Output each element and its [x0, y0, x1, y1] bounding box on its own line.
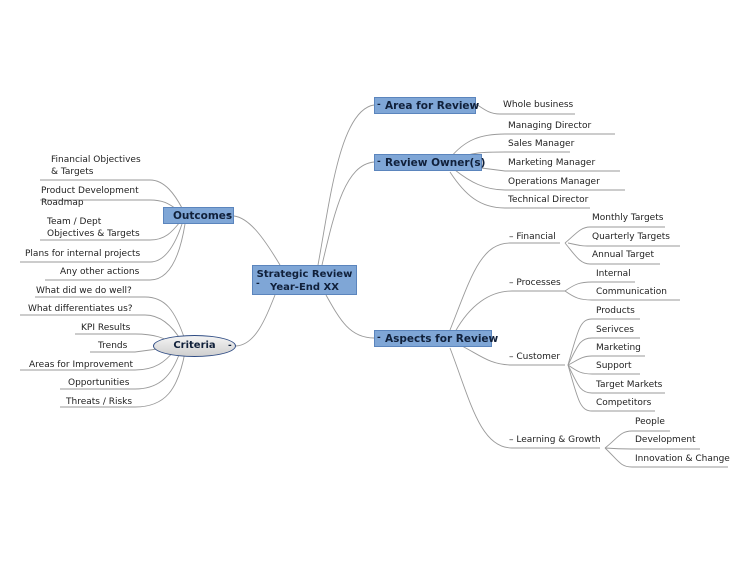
leaf-team-dept-objectives[interactable]: Team / Dept Objectives & Targets	[47, 217, 140, 239]
leaf-support[interactable]: Support	[596, 361, 632, 371]
leaf-sales-manager[interactable]: Sales Manager	[508, 139, 575, 149]
central-topic[interactable]: Strategic Review Year-End XX -	[252, 265, 357, 295]
leaf-financial-objectives[interactable]: Financial Objectives & Targets	[51, 155, 141, 177]
collapse-icon[interactable]: -	[377, 100, 381, 110]
subtopic-processes[interactable]: – Processes	[509, 278, 561, 288]
leaf-serivces[interactable]: Serivces	[596, 325, 634, 335]
collapse-icon[interactable]: –	[509, 278, 514, 288]
topic-outcomes[interactable]: Outcomes -	[163, 207, 234, 224]
leaf-what-differentiates-us[interactable]: What differentiates us?	[28, 304, 133, 314]
central-title-line1: Strategic Review	[256, 269, 353, 280]
collapse-icon[interactable]: –	[509, 352, 514, 362]
leaf-technical-director[interactable]: Technical Director	[508, 195, 589, 205]
leaf-annual-target[interactable]: Annual Target	[592, 250, 654, 260]
topic-label: Area for Review	[385, 100, 480, 112]
leaf-products[interactable]: Products	[596, 306, 635, 316]
collapse-icon[interactable]: -	[377, 157, 381, 167]
leaf-marketing[interactable]: Marketing	[596, 343, 641, 353]
central-title-line2: Year-End XX	[270, 282, 339, 293]
topic-review-owners[interactable]: - Review Owner(s)	[374, 154, 486, 171]
leaf-what-did-we-do-well[interactable]: What did we do well?	[36, 286, 132, 296]
leaf-areas-for-improvement[interactable]: Areas for Improvement	[29, 360, 134, 370]
subtopic-learning-growth[interactable]: – Learning & Growth	[509, 435, 601, 445]
topic-label: Review Owner(s)	[385, 157, 486, 169]
topic-aspects-for-review[interactable]: - Aspects for Review	[374, 330, 498, 347]
leaf-product-development-roadmap[interactable]: Product Development Roadmap	[41, 186, 139, 208]
leaf-threats-risks[interactable]: Threats / Risks	[66, 397, 133, 407]
collapse-icon[interactable]: -	[227, 210, 231, 220]
leaf-whole-business[interactable]: Whole business	[503, 100, 574, 110]
topic-label: Outcomes	[173, 210, 233, 222]
leaf-competitors[interactable]: Competitors	[596, 398, 652, 408]
leaf-monthly-targets[interactable]: Monthly Targets	[592, 213, 664, 223]
leaf-target-markets[interactable]: Target Markets	[596, 380, 663, 390]
collapse-icon[interactable]: –	[509, 232, 514, 242]
topic-label: Criteria	[173, 340, 216, 351]
subtopic-customer[interactable]: – Customer	[509, 352, 561, 362]
topic-label: Aspects for Review	[385, 333, 499, 345]
leaf-opportunities[interactable]: Opportunities	[68, 378, 130, 388]
leaf-marketing-manager[interactable]: Marketing Manager	[508, 158, 596, 168]
leaf-trends[interactable]: Trends	[98, 341, 128, 351]
leaf-operations-manager[interactable]: Operations Manager	[508, 177, 600, 187]
leaf-communication[interactable]: Communication	[596, 287, 667, 297]
leaf-development[interactable]: Development	[635, 435, 696, 445]
leaf-people[interactable]: People	[635, 417, 665, 427]
collapse-icon[interactable]: -	[256, 279, 260, 289]
collapse-icon[interactable]: –	[509, 435, 514, 445]
leaf-quarterly-targets[interactable]: Quarterly Targets	[592, 232, 670, 242]
leaf-any-other-actions[interactable]: Any other actions	[60, 267, 140, 277]
collapse-icon[interactable]: -	[377, 333, 381, 343]
topic-area-for-review[interactable]: - Area for Review	[374, 97, 480, 114]
leaf-managing-director[interactable]: Managing Director	[508, 121, 592, 131]
leaf-innovation-change[interactable]: Innovation & Change	[635, 454, 730, 464]
leaf-internal[interactable]: Internal	[596, 269, 631, 279]
subtopic-financial[interactable]: – Financial	[509, 232, 556, 242]
leaf-kpi-results[interactable]: KPI Results	[81, 323, 131, 333]
collapse-icon[interactable]: -	[228, 341, 232, 351]
leaf-plans-internal-projects[interactable]: Plans for internal projects	[25, 249, 141, 259]
topic-criteria[interactable]: Criteria -	[153, 335, 236, 357]
